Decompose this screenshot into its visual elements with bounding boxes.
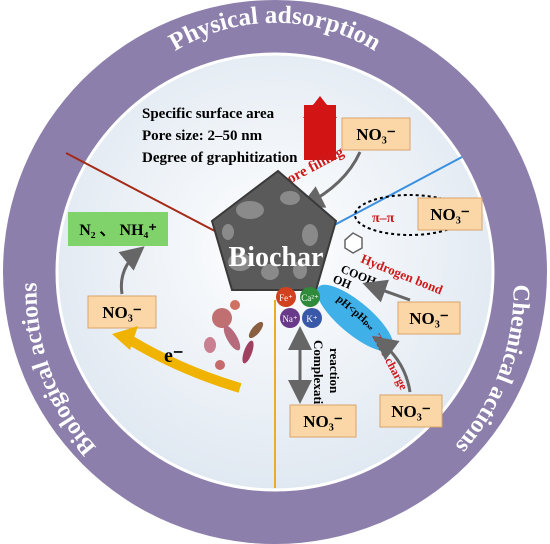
nitrate-label-top: NO₃⁻ — [356, 125, 396, 144]
increase-arrow-head-icon — [303, 96, 337, 118]
nitrate-box-bio — [87, 295, 157, 329]
electron-flow-band — [127, 335, 242, 393]
hydrogen-bond-arrow — [362, 279, 411, 303]
fe-ion-label: Fe⁺ — [279, 293, 293, 303]
k-ion-icon — [302, 308, 322, 328]
nitrate-box-zero — [379, 394, 443, 428]
divider-physical-chemical — [324, 156, 463, 231]
microbes-icon — [204, 300, 264, 370]
biochar-pores-icon — [222, 191, 318, 280]
electron-label: e⁻ — [164, 345, 183, 367]
divider-physical-biological — [65, 152, 233, 241]
oh-label: OH — [331, 272, 354, 292]
biochar-label: Biochar — [229, 242, 324, 273]
nitrate-box-hbond — [397, 301, 461, 335]
complexation-label-2: reaction — [327, 348, 342, 394]
products-label: N₂ 、 NH₄⁺ — [79, 222, 157, 239]
pi-pi-label: π–π — [372, 211, 395, 226]
products-box — [68, 212, 168, 246]
nitrate-box-complex — [289, 404, 357, 438]
na-ion-label: Na⁺ — [282, 314, 297, 324]
denitrification-arrow — [118, 246, 145, 295]
factor-pore-size: Pore size: 2–50 nm — [142, 128, 263, 144]
nitrate-label-hbond: NO₃⁻ — [409, 309, 449, 328]
nitrate-label-pi: NO₃⁻ — [430, 205, 470, 224]
nitrate-box-top — [341, 117, 411, 151]
zero-charge-arrow — [373, 336, 412, 393]
ca-ion-label: Ca²⁺ — [301, 293, 319, 303]
factor-graphitization: Degree of graphitization — [142, 150, 298, 166]
k-ion-label: K⁺ — [306, 314, 317, 324]
factor-surface-area: Specific surface area — [142, 106, 275, 122]
zero-charge-ellipse — [316, 284, 394, 352]
benzene-ring-icon — [344, 232, 363, 254]
electron-flow-arrowhead — [112, 326, 138, 350]
nitrate-label-zero: NO₃⁻ — [391, 402, 431, 421]
fe-ion-icon — [276, 287, 296, 307]
nitrate-box-pi — [417, 197, 483, 231]
complexation-label-1: Complexation — [311, 340, 326, 419]
nitrate-label-bio: NO₃⁻ — [102, 303, 142, 322]
nitrate-label-complex: NO₃⁻ — [303, 412, 343, 431]
na-ion-icon — [280, 308, 300, 328]
ca-ion-icon — [300, 287, 320, 307]
